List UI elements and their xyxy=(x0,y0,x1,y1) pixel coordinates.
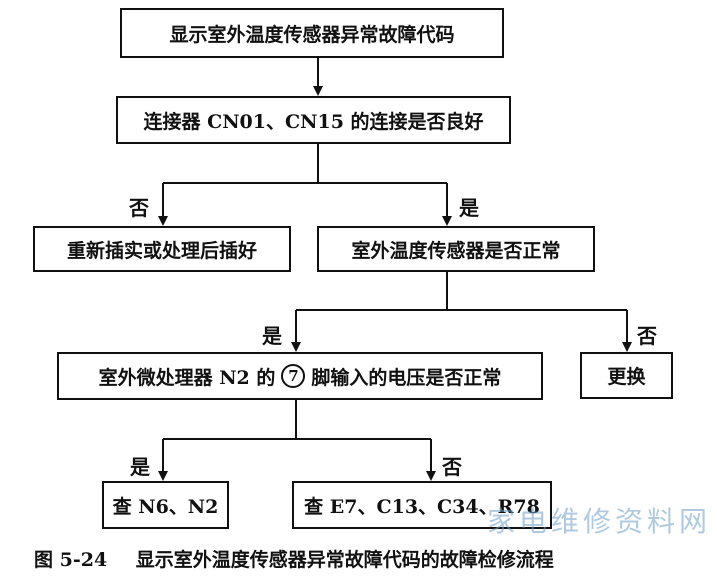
edge-label-yes-1: 是 xyxy=(459,196,479,220)
start-node: 显示室外温度传感器异常故障代码 xyxy=(120,8,504,58)
edge-label-yes-3: 是 xyxy=(130,455,150,479)
voltage-check-post-text: 脚输入的电压是否正常 xyxy=(311,366,502,389)
figure-number: 图 5-24 xyxy=(34,549,108,571)
voltage-check-node: 室外微处理器 N2 的 7 脚输入的电压是否正常 xyxy=(57,352,543,400)
pin-number-text: 7 xyxy=(288,367,299,385)
edge-label-yes-2: 是 xyxy=(262,324,282,348)
check-n6-n2-text: 查 N6、N2 xyxy=(112,495,219,518)
connector-check-text: 连接器 CN01、CN15 的连接是否良好 xyxy=(143,110,484,133)
edge-label-no-2: 否 xyxy=(637,324,657,348)
connector-check-node: 连接器 CN01、CN15 的连接是否良好 xyxy=(116,96,511,144)
edge-label-no-3: 否 xyxy=(442,455,462,479)
replace-node: 更换 xyxy=(580,352,673,399)
figure-caption-text: 显示室外温度传感器异常故障代码的故障检修流程 xyxy=(135,549,554,571)
edge-label-no-1: 否 xyxy=(129,196,149,220)
sensor-check-text: 室外温度传感器是否正常 xyxy=(351,239,561,262)
figure-caption: 图 5-24 显示室外温度传感器异常故障代码的故障检修流程 xyxy=(34,545,554,572)
check-e7-node: 查 E7、C13、C34、R78 xyxy=(292,481,552,529)
check-e7-text: 查 E7、C13、C34、R78 xyxy=(304,495,540,518)
watermark-logo: 家电维修资料网 xyxy=(487,505,712,538)
check-n6-n2-node: 查 N6、N2 xyxy=(102,481,229,529)
sensor-check-node: 室外温度传感器是否正常 xyxy=(317,226,595,272)
start-node-text: 显示室外温度传感器异常故障代码 xyxy=(169,23,455,46)
reinsert-node: 重新插实或处理后插好 xyxy=(33,226,291,272)
circled-pin-number: 7 xyxy=(281,364,306,388)
reinsert-text: 重新插实或处理后插好 xyxy=(66,239,257,262)
replace-text: 更换 xyxy=(607,366,646,388)
voltage-check-pre-text: 室外微处理器 N2 的 xyxy=(98,366,276,389)
